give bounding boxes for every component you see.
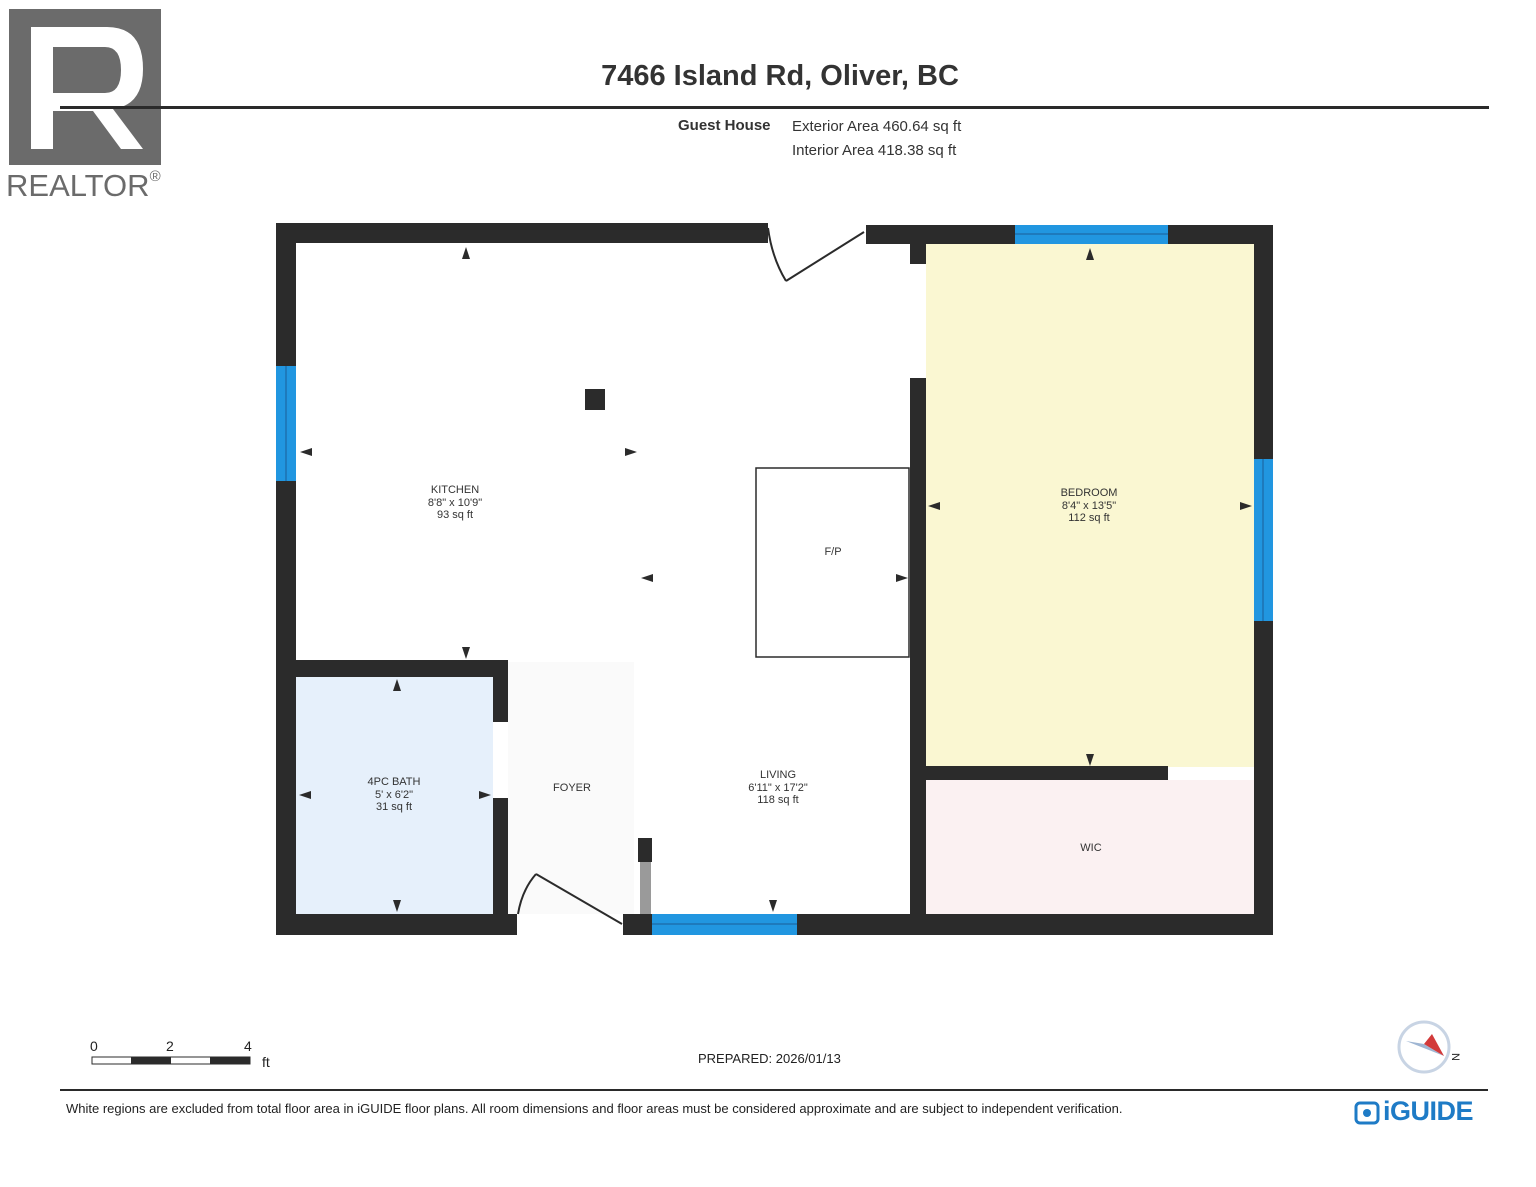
room-label-wic: WIC bbox=[1080, 842, 1102, 854]
compass-icon bbox=[1397, 1020, 1451, 1074]
window-lines bbox=[285, 233, 1264, 925]
bedroom-name: BEDROOM bbox=[1060, 487, 1118, 499]
room-label-bath: 4PC BATH 5' x 6'2" 31 sq ft bbox=[334, 776, 454, 814]
kitchen-dims: 8'8" x 10'9" bbox=[427, 496, 483, 509]
iguide-brand: iGUIDE bbox=[1383, 1096, 1474, 1126]
room-label-living: LIVING 6'11" x 17'2" 118 sq ft bbox=[718, 769, 838, 807]
room-label-foyer: FOYER bbox=[553, 782, 591, 794]
realtor-wordmark: REALTOR® bbox=[6, 168, 161, 203]
label-fireplace: F/P bbox=[824, 546, 842, 558]
disclaimer-text: White regions are excluded from total fl… bbox=[66, 1101, 1123, 1116]
bath-name: 4PC BATH bbox=[367, 776, 421, 788]
header-rule bbox=[60, 106, 1489, 109]
realtor-r-icon bbox=[9, 9, 161, 165]
bath-area: 31 sq ft bbox=[375, 801, 413, 813]
exterior-area: Exterior Area 460.64 sq ft bbox=[792, 118, 962, 135]
iguide-logo-icon bbox=[1354, 1101, 1380, 1125]
bedroom-fill bbox=[926, 244, 1254, 767]
scale-tick-0: 0 bbox=[90, 1038, 98, 1054]
building-name: Guest House bbox=[678, 117, 771, 134]
doors bbox=[517, 227, 865, 925]
living-name: LIVING bbox=[759, 769, 797, 781]
scale-tick-4: 4 bbox=[244, 1038, 252, 1054]
property-address: 7466 Island Rd, Oliver, BC bbox=[601, 60, 959, 92]
living-dims: 6'11" x 17'2" bbox=[748, 781, 808, 794]
wic-fill bbox=[926, 780, 1254, 914]
bath-dims: 5' x 6'2" bbox=[374, 788, 414, 801]
realtor-logo bbox=[9, 9, 161, 165]
footer-rule bbox=[60, 1089, 1488, 1091]
scale-unit: ft bbox=[262, 1054, 270, 1070]
prepared-date: PREPARED: 2026/01/13 bbox=[698, 1051, 841, 1066]
compass-north-label: N bbox=[1448, 1053, 1461, 1061]
interior-area: Interior Area 418.38 sq ft bbox=[792, 142, 957, 159]
kitchen-name: KITCHEN bbox=[430, 484, 480, 496]
living-area: 118 sq ft bbox=[757, 794, 799, 806]
scale-bar bbox=[91, 1056, 251, 1065]
dimension-arrows bbox=[299, 247, 1252, 912]
room-label-kitchen: KITCHEN 8'8" x 10'9" 93 sq ft bbox=[395, 484, 515, 522]
wall-stub bbox=[640, 862, 651, 914]
bedroom-dims: 8'4" x 13'5" bbox=[1061, 499, 1117, 512]
kitchen-area: 93 sq ft bbox=[436, 509, 474, 521]
scale-tick-2: 2 bbox=[166, 1038, 174, 1054]
bath-fill bbox=[296, 677, 493, 914]
bedroom-area: 112 sq ft bbox=[1068, 512, 1110, 524]
foyer-fill bbox=[508, 662, 634, 914]
fireplace-outline bbox=[755, 467, 910, 658]
room-label-bedroom: BEDROOM 8'4" x 13'5" 112 sq ft bbox=[1029, 487, 1149, 525]
